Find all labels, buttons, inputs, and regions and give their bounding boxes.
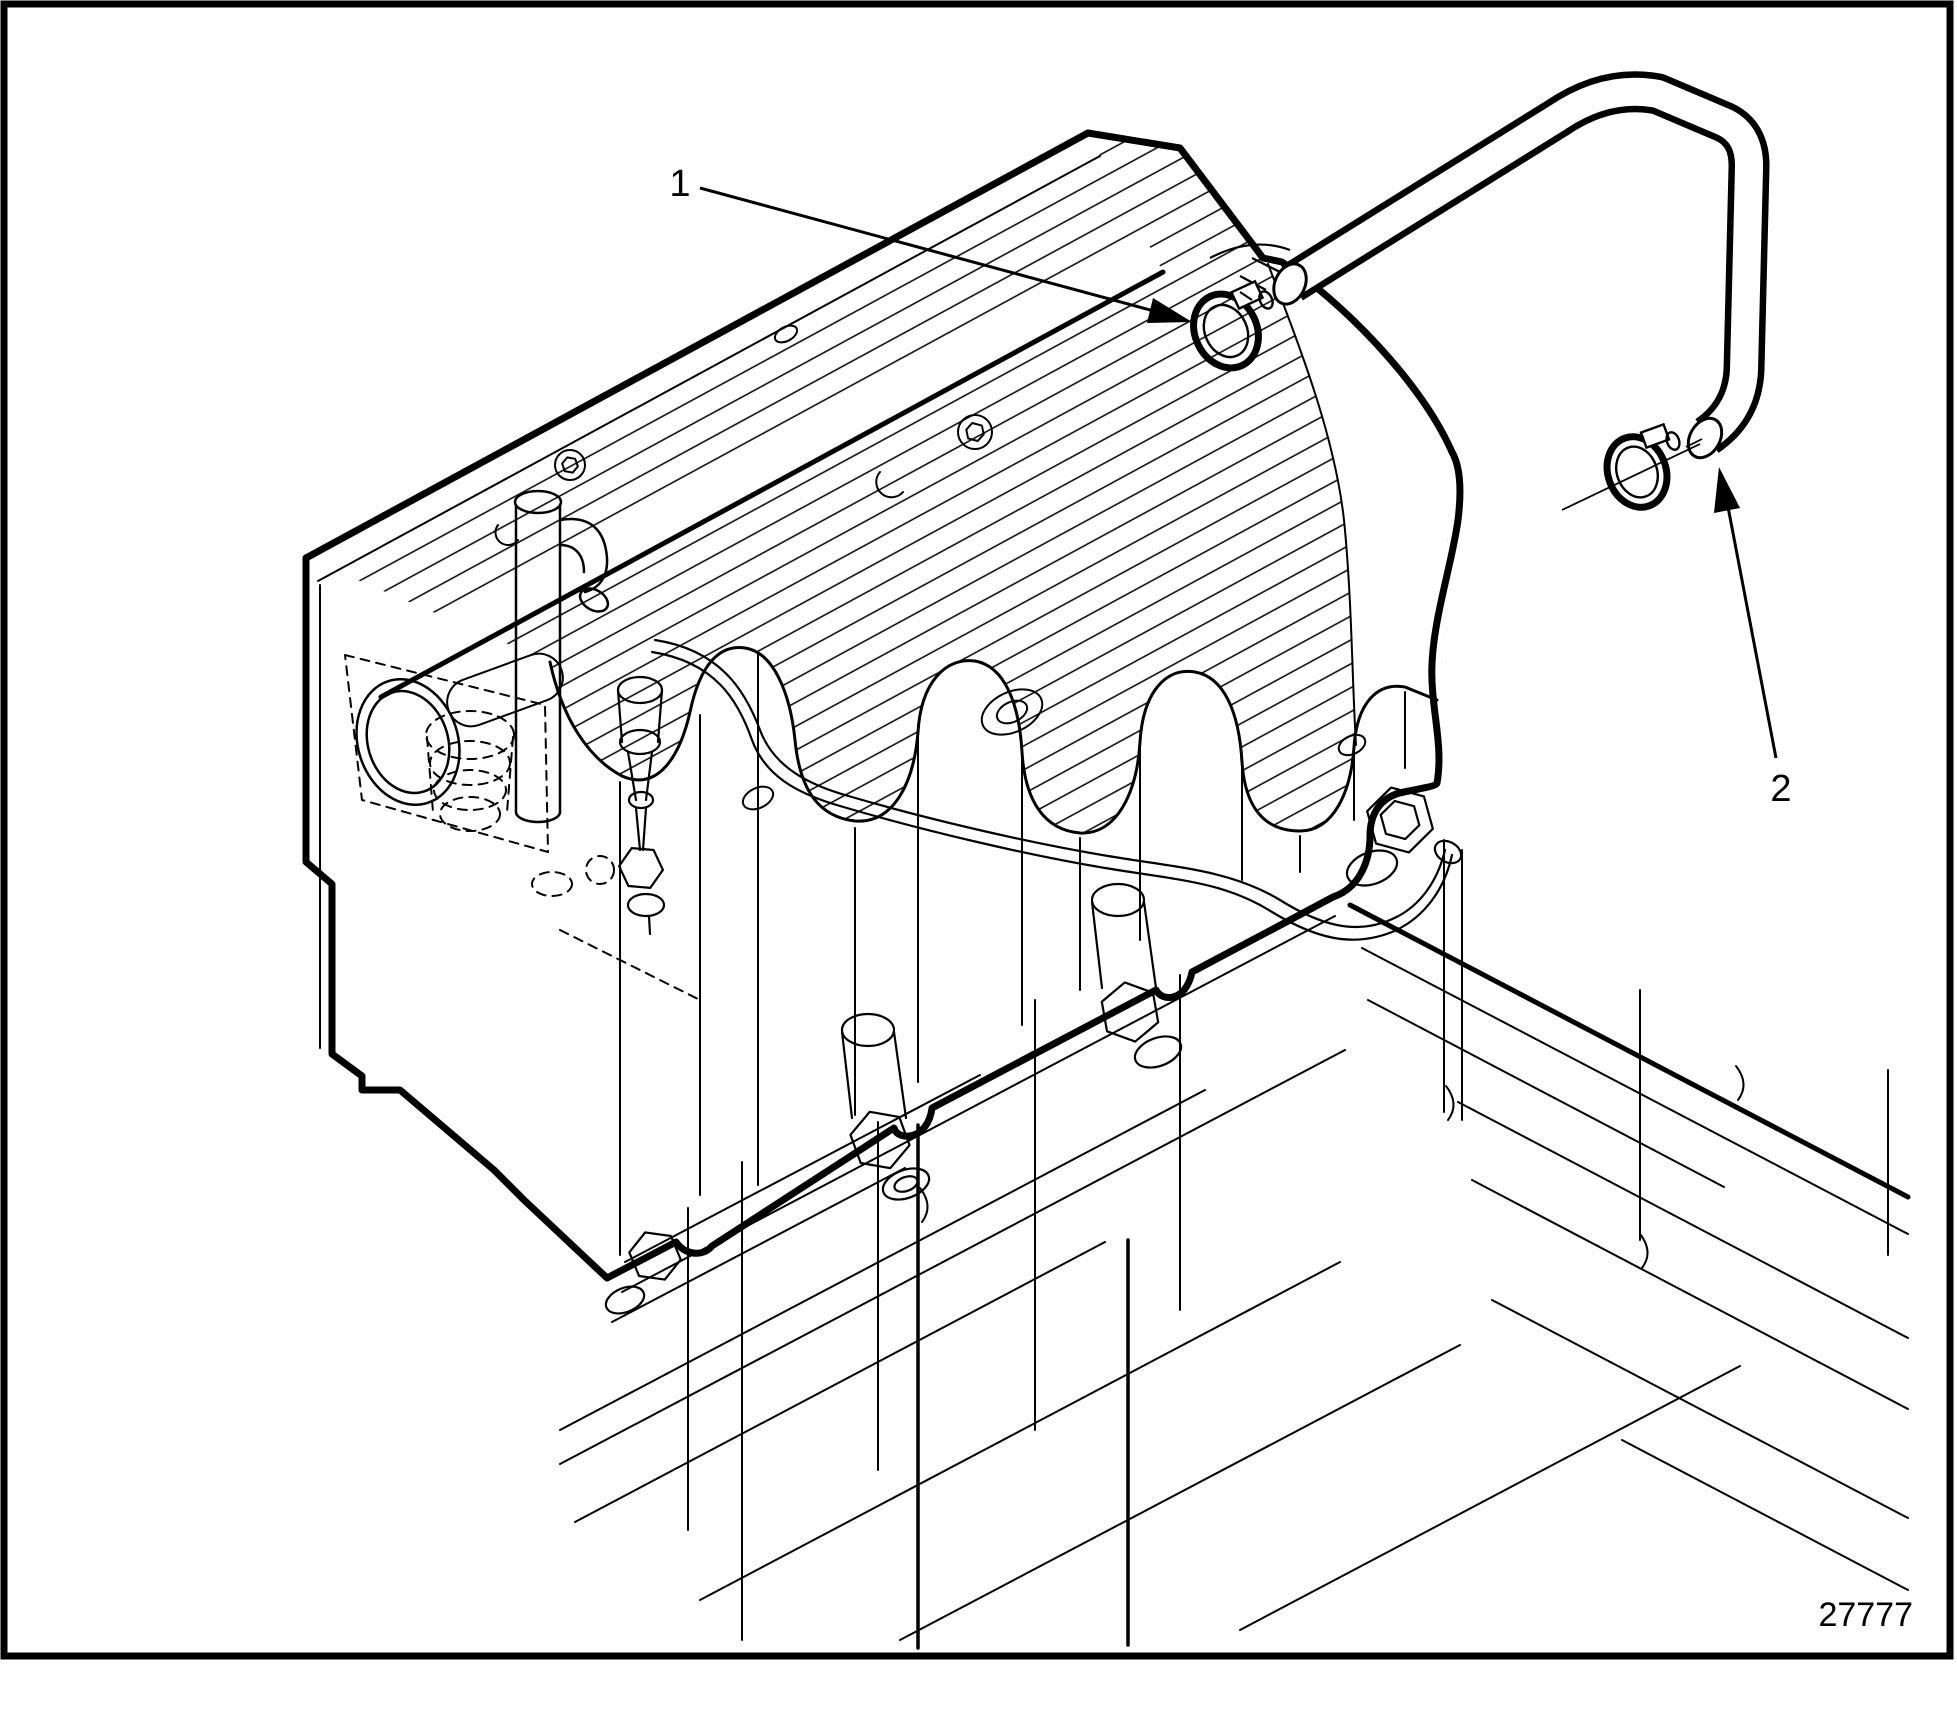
hose-clamp-2: [1561, 422, 1703, 511]
callout-1-leader: [699, 186, 1177, 319]
breather-tube: [513, 489, 610, 824]
figure-number: 27777: [1818, 1596, 1913, 1634]
clamp-2-centerline: [1561, 443, 1701, 511]
front-face-holes: [741, 688, 1367, 811]
callout-2-leader: [1722, 485, 1778, 759]
fuel-line: [650, 638, 1463, 941]
engine-block: [559, 839, 1911, 1650]
hose-open-end-rear: [1686, 416, 1724, 460]
clamp-2-screw: [1639, 422, 1671, 450]
front-face-verticals: [619, 651, 1406, 1263]
callout-1-arrowhead: [1147, 298, 1192, 323]
callout-1-label: 1: [669, 163, 690, 205]
hose-clamp-1: [1190, 279, 1274, 372]
cylinder-head: [302, 129, 1464, 1315]
head-silhouette: [302, 129, 1464, 1282]
hidden-detail-dashed: [344, 654, 701, 1001]
left-face-slot: [446, 652, 564, 728]
hose-open-end-front: [1272, 262, 1308, 306]
block-hook-detail: [1445, 1085, 1455, 1121]
clamp-1-screw: [1229, 279, 1265, 311]
cover-bolt-details: [494, 324, 993, 546]
breather-hose: [1272, 71, 1770, 460]
cover-scalloped-edge: [548, 646, 1439, 835]
callout-2-label: 2: [1770, 768, 1791, 810]
cover-ridge-line: [378, 269, 1166, 700]
callout-2-arrowhead: [1714, 467, 1740, 513]
fuel-injector: [616, 675, 666, 936]
left-face-port: [355, 677, 461, 807]
callout-1: 1: [669, 163, 1192, 323]
callout-2: 2: [1714, 467, 1792, 810]
